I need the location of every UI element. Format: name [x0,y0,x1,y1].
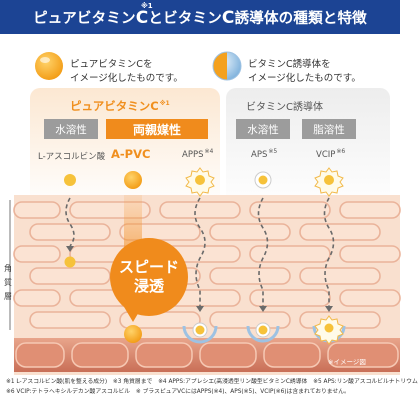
apps-molecule [185,167,215,197]
tag-fat-soluble: 脂溶性 [302,119,356,139]
lower-cells [15,342,399,368]
col-l-ascorbic: L-アスコルビン酸 [38,152,106,162]
col-apps: APPS※4 [182,148,214,160]
tag-water-soluble-1: 水溶性 [44,119,98,139]
vcip-molecule [314,167,344,197]
derivative-legend-icon [212,51,242,81]
derivative-group-header: ビタミンC誘導体 [246,102,323,113]
derivative-legend: ビタミンC誘導体を イメージ化したものです。 [248,59,361,84]
pure-vitc-legend-icon [35,52,63,80]
apvc-bottom-molecule [124,325,142,343]
title-footnote-mark: ※1 [141,2,153,10]
path-arrowheads [66,246,333,312]
penetration-paths [65,197,335,306]
pure-vitc-legend: ピュアビタミンCを イメージ化したものです。 [70,59,183,84]
skin-layer-label: 角 質 層 [4,264,12,301]
apps-bottom-molecule [182,322,218,344]
tag-water-soluble-2: 水溶性 [236,119,290,139]
footnote-line-1: ※1 L-アスコルビン酸(肌を整える成分) ※3 角質層まで ※4 APPS:ア… [6,379,418,385]
diagram-artwork [9,51,401,375]
speed-penetration-badge: スピード 浸透 [110,238,188,316]
col-vcip: VCIP※6 [316,148,346,160]
vcip-bottom-molecule [312,315,346,345]
pure-group-panel [30,88,220,208]
pure-group-header: ピュアビタミンC※1 [70,99,170,113]
tag-amphiphilic: 両親媒性 [106,119,208,139]
l-ascorbic-bottom-molecule [64,256,76,268]
aps-molecule [254,171,272,189]
col-apvc: A-PVC [111,147,151,161]
col-aps: APS※5 [251,148,278,160]
footnote-line-2: ※6 VCIP:テトラヘキシルデカン酸アスコルビル ※ ブラスピュアVCにはAP… [6,389,350,395]
page-title: ピュアビタミンCとビタミンC誘導体の種類と特徴 [33,7,367,28]
title-bar: ピュアビタミンCとビタミンC誘導体の種類と特徴 ※1 [0,0,400,34]
l-ascorbic-molecule [64,174,76,186]
apvc-molecule [124,171,142,189]
aps-bottom-molecule [246,322,280,343]
image-note: ※イメージ図 [328,358,366,366]
